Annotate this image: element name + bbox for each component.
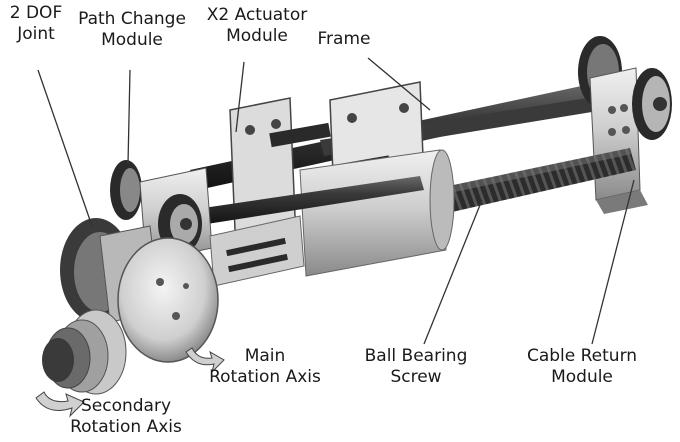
label-dof-joint-line1: 2 DOF bbox=[9, 3, 63, 23]
label-path-change: Path Change Module bbox=[74, 9, 190, 51]
label-path-change-line1: Path Change bbox=[78, 9, 186, 29]
label-secondary-rotation: Secondary Rotation Axis bbox=[58, 396, 194, 438]
secondary-rotation-arrow-icon bbox=[35, 391, 85, 418]
label-secondary-rotation-line1: Secondary bbox=[80, 396, 172, 416]
label-secondary-rotation-line2: Rotation Axis bbox=[70, 417, 182, 437]
label-x2-actuator-line1: X2 Actuator bbox=[206, 5, 308, 25]
slotted-tube bbox=[209, 215, 305, 287]
label-ball-bearing-line2: Screw bbox=[390, 367, 442, 387]
label-x2-actuator-line2: Module bbox=[226, 26, 288, 46]
leader-dof-joint bbox=[37, 69, 93, 227]
lower-rod bbox=[190, 176, 424, 226]
label-frame-line1: Frame bbox=[317, 29, 371, 49]
leader-frame bbox=[367, 57, 431, 111]
label-main-rotation-line2: Rotation Axis bbox=[209, 367, 321, 387]
leader-ball-bearing bbox=[423, 199, 483, 345]
main-rotation-arrow-icon bbox=[185, 347, 225, 374]
label-main-rotation: Main Rotation Axis bbox=[200, 346, 330, 388]
label-path-change-line2: Module bbox=[101, 30, 163, 50]
label-cable-return-line2: Module bbox=[551, 367, 613, 387]
label-cable-return-line1: Cable Return bbox=[526, 346, 638, 366]
ball-bearing-screw-shape bbox=[420, 148, 636, 218]
label-ball-bearing: Ball Bearing Screw bbox=[354, 346, 478, 388]
actuator-body bbox=[299, 149, 455, 277]
label-main-rotation-line1: Main bbox=[244, 346, 286, 366]
label-x2-actuator: X2 Actuator Module bbox=[196, 5, 318, 47]
leader-x2-actuator bbox=[235, 61, 245, 133]
leader-cable-return bbox=[591, 179, 635, 345]
label-ball-bearing-line1: Ball Bearing bbox=[364, 346, 468, 366]
leader-path-change bbox=[127, 69, 131, 165]
cable-return-module-shape bbox=[578, 36, 672, 214]
secondary-rotation-shape bbox=[42, 309, 127, 395]
label-dof-joint: 2 DOF Joint bbox=[2, 3, 70, 45]
label-cable-return: Cable Return Module bbox=[512, 346, 652, 388]
label-dof-joint-line2: Joint bbox=[17, 24, 55, 44]
label-frame: Frame bbox=[312, 29, 376, 50]
leader-lines bbox=[37, 57, 635, 345]
dof-joint-shape bbox=[60, 218, 219, 363]
